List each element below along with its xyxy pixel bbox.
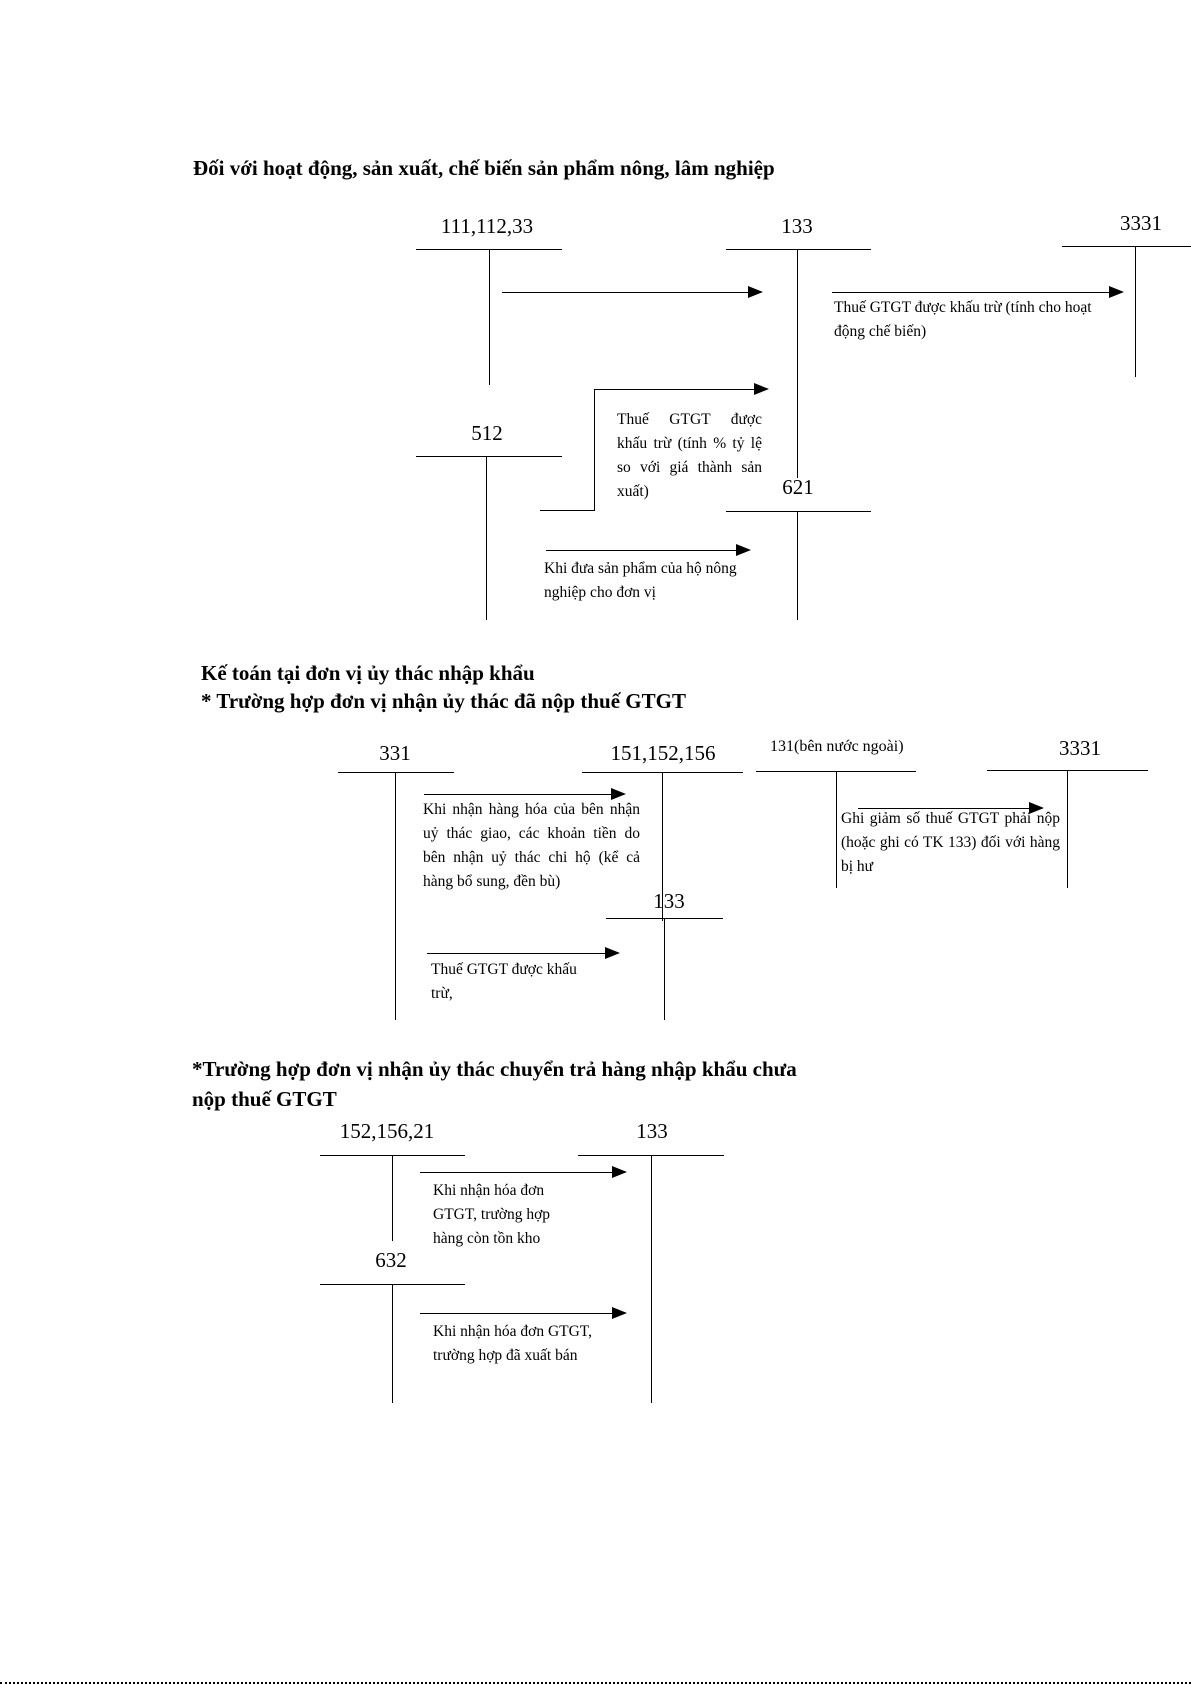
note-vat-deductible: Thuế GTGT được khấu trừ, xyxy=(431,961,577,1002)
section3-heading-line1: *Trường hợp đơn vị nhận ủy thác chuyển t… xyxy=(192,1057,797,1081)
account-632: 632 xyxy=(375,1248,407,1272)
section2-heading-line2: * Trường hợp đơn vị nhận ủy thác đã nộp … xyxy=(201,689,686,713)
arrow-632-to-133 xyxy=(420,1304,627,1322)
account-3331-s2: 3331 xyxy=(1059,736,1101,760)
t-account-stem-621 xyxy=(797,511,799,620)
account-152-156-21: 152,156,21 xyxy=(339,1119,435,1143)
t-account-stem-131 xyxy=(836,771,838,888)
section3-heading-line2: nộp thuế GTGT xyxy=(192,1087,337,1111)
t-account-stem-111 xyxy=(489,249,491,385)
note-transfer-products: Khi đưa sản phẩm của hộ nông nghiệp cho … xyxy=(544,560,737,601)
note-receive-goods: Khi nhận hàng hóa của bên nhận uỷ thác g… xyxy=(423,801,640,890)
arrow-152-to-133 xyxy=(420,1163,627,1181)
arrow-131-to-3331 xyxy=(858,799,1044,817)
arrow-512-to-621 xyxy=(546,541,751,559)
arrow-111-to-133 xyxy=(502,283,763,301)
arrow-331-to-133 xyxy=(427,944,620,962)
t-account-top-3331 xyxy=(1062,246,1191,248)
account-111-112-33: 111,112,33 xyxy=(440,214,534,238)
t-account-top-621 xyxy=(726,511,871,513)
account-512: 512 xyxy=(471,421,503,445)
note-sold: Khi nhận hóa đơn GTGT, trường hợp đã xuấ… xyxy=(433,1323,593,1364)
t-account-stem-331 xyxy=(395,772,397,1020)
arrow-331-to-151 xyxy=(424,785,626,803)
account-133-s3: 133 xyxy=(636,1119,668,1143)
page-bottom-border xyxy=(0,1682,1191,1684)
t-account-stem-3331-s2 xyxy=(1067,770,1069,888)
t-account-stem-152 xyxy=(392,1155,394,1241)
account-133-s2: 133 xyxy=(653,889,685,913)
connector-512-vertical xyxy=(594,389,596,511)
note-vat-percentage: Thuế GTGT được khấu trừ (tính % tỷ lệ so… xyxy=(617,411,762,500)
section2-heading-line1: Kế toán tại đơn vị ủy thác nhập khẩu xyxy=(201,661,535,685)
t-account-stem-151 xyxy=(662,772,664,921)
account-3331: 3331 xyxy=(1120,211,1162,235)
section1-heading: Đối với hoạt động, sản xuất, chế biến sả… xyxy=(193,156,775,180)
connector-512-horizontal xyxy=(540,510,595,512)
account-331: 331 xyxy=(379,741,411,765)
t-account-stem-133-s2 xyxy=(664,918,666,1020)
account-621: 621 xyxy=(782,475,814,499)
account-133: 133 xyxy=(781,214,813,238)
note-vat-processing: Thuế GTGT được khấu trừ (tính cho hoạt đ… xyxy=(834,299,1092,340)
t-account-stem-133-s3 xyxy=(651,1155,653,1403)
arrow-133-to-3331 xyxy=(832,283,1124,301)
account-151-152-156: 151,152,156 xyxy=(610,741,716,765)
t-account-stem-632 xyxy=(392,1284,394,1403)
t-account-stem-133 xyxy=(797,249,799,478)
account-131-foreign: 131(bên nước ngoài) xyxy=(770,738,904,755)
t-account-stem-3331 xyxy=(1135,246,1137,377)
note-reduce-vat: Ghi giảm số thuế GTGT phải nộp (hoặc ghi… xyxy=(841,810,1060,875)
t-account-top-512 xyxy=(416,456,562,458)
t-account-stem-512 xyxy=(486,456,488,620)
note-in-stock: Khi nhận hóa đơn GTGT, trường hợp hàng c… xyxy=(433,1182,551,1247)
arrow-512-to-133 xyxy=(594,380,769,398)
t-account-top-133 xyxy=(726,249,871,251)
